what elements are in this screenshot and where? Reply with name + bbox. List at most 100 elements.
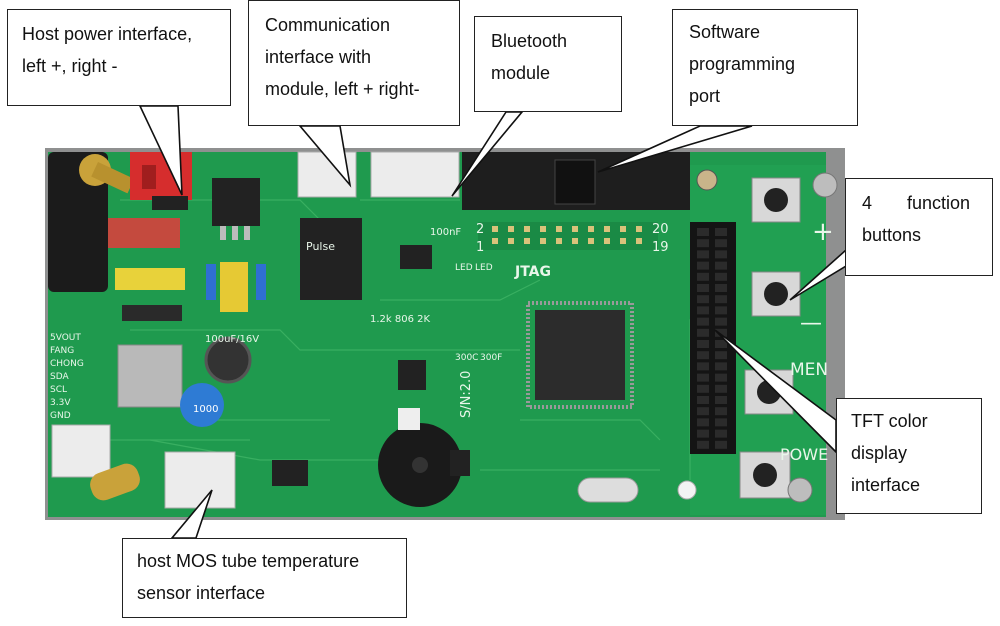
jtag-pin (620, 238, 626, 244)
small-ic (400, 245, 432, 269)
tft-pin (697, 272, 709, 281)
callout-comm-interface: Communication interface with module, lef… (248, 0, 460, 126)
diode (122, 305, 182, 321)
pulse-label: Pulse (306, 240, 335, 253)
blue-resistor-1 (206, 264, 216, 300)
yellow-capacitor (220, 262, 248, 312)
tft-pin (715, 418, 727, 427)
tft-pin (715, 239, 727, 248)
brass-standoff (90, 463, 140, 501)
jtag-pin (588, 226, 594, 232)
jtag-pin (572, 238, 578, 244)
callout-mos-sensor: host MOS tube temperature sensor interfa… (122, 538, 407, 618)
button-power (739, 451, 791, 499)
callout-bluetooth: Bluetooth module (474, 16, 622, 112)
tft-pin (697, 306, 709, 315)
tft-pin (697, 407, 709, 416)
jtag-pin-20: 20 (652, 222, 669, 237)
software-line-3: port (689, 86, 721, 106)
tft-pin (715, 328, 727, 337)
brass-terminal-body (91, 162, 135, 194)
blue-capacitor (180, 383, 224, 427)
side-pin-label: 5VOUT (50, 333, 81, 343)
tft-line-1: TFT color (851, 411, 928, 431)
jtag-pin (604, 238, 610, 244)
tft-pin (697, 418, 709, 427)
tft-pin (715, 351, 727, 360)
cap-1000: 1000 (193, 404, 218, 415)
red-connector-latch (142, 165, 156, 189)
comm-line-1: Communication (265, 15, 391, 35)
tft-pin (697, 340, 709, 348)
screw-top (812, 172, 838, 198)
tft-pin (715, 306, 727, 315)
mcu-pins (526, 301, 634, 409)
side-pin-label: CHONG (50, 359, 84, 369)
jtag-pin-row (492, 226, 642, 244)
buttons-line-1: 4 function (862, 193, 971, 213)
callout-function-buttons: 4 function buttons (845, 178, 993, 276)
tft-pin (697, 373, 709, 382)
jtag-pin (492, 238, 498, 244)
electrolytic-capacitor (204, 336, 252, 384)
buttons-line-2: buttons (862, 225, 922, 245)
jtag-pin (636, 238, 642, 244)
tft-line-2: display (851, 443, 908, 463)
bluetooth-connector (370, 151, 460, 198)
button-plus (751, 177, 801, 223)
tft-pin (715, 272, 727, 281)
tft-pin (697, 328, 709, 337)
comm-line-2: interface with (265, 47, 372, 67)
resistor-values: 1.2k 806 2K (370, 314, 431, 325)
tft-pin (715, 373, 727, 382)
transistor (272, 460, 308, 486)
tft-pin (715, 261, 727, 270)
tft-pin (697, 317, 709, 326)
men-marking: MEN (790, 360, 828, 380)
comm-line-3: module, left + right- (265, 79, 420, 99)
leader-host-power (138, 105, 183, 196)
tft-pin (697, 351, 709, 360)
tft-pin (697, 284, 709, 292)
jtag-pin (572, 226, 578, 232)
cap-100uf: 100uF/16V (205, 334, 259, 345)
tft-pin (715, 295, 727, 304)
metal-inductor (117, 344, 183, 408)
pulse-transformer (300, 218, 362, 300)
inductor (108, 218, 180, 248)
jtag-pin (524, 226, 530, 232)
mos-line-2: sensor interface (137, 583, 266, 603)
blue-resistor-2 (256, 264, 266, 300)
white-smd (398, 408, 420, 430)
tft-pin (715, 440, 727, 449)
jtag-pins (478, 222, 658, 250)
tft-pin (715, 384, 727, 393)
fan-connector (51, 424, 111, 478)
tft-pin (715, 362, 727, 371)
jtag-pin (556, 226, 562, 232)
jtag-pin (524, 238, 530, 244)
side-pin-label: SDA (50, 372, 69, 382)
tft-pin (715, 250, 727, 259)
jtag-pin (540, 226, 546, 232)
plus-marking: + (812, 217, 834, 247)
tft-header (690, 222, 736, 454)
software-line-1: Software (689, 22, 761, 42)
mos-line-1: host MOS tube temperature (137, 551, 360, 571)
tft-pin (697, 440, 709, 449)
serial-number: S/N:2.0 (459, 371, 474, 418)
side-pin-label: GND (50, 411, 71, 421)
tft-pin (697, 384, 709, 393)
tft-pin (715, 228, 727, 236)
power-connector-base (152, 196, 188, 210)
crystal-oscillator (577, 477, 639, 503)
mount-hole-bottom (677, 480, 697, 500)
jtag-pin (556, 238, 562, 244)
tft-header-pins (697, 228, 727, 449)
tft-pin (697, 429, 709, 438)
jtag-label: JTAG (514, 264, 551, 280)
callout-software-port: Software programming port (672, 9, 858, 126)
temp-sensor-connector (164, 451, 236, 509)
